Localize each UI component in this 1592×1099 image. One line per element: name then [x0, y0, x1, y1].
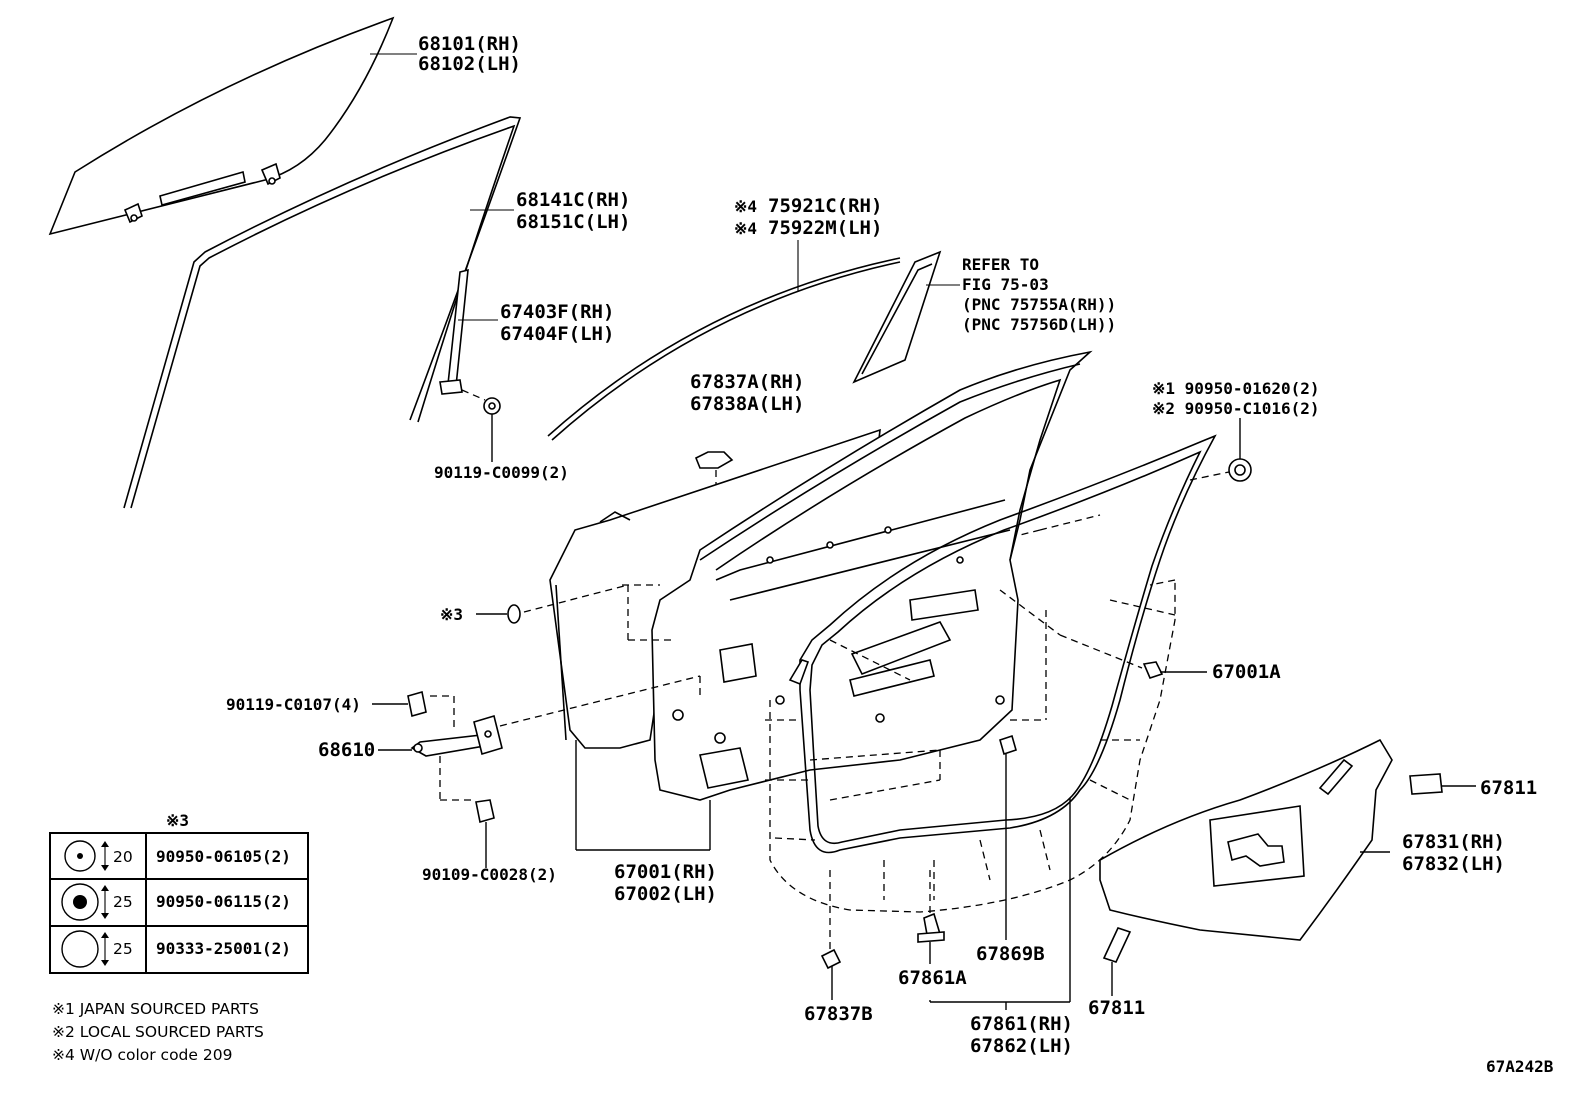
hole-plug-ref3 [476, 604, 521, 624]
label-ref3: ※3 [440, 605, 463, 624]
label-cover-pad-lower: 67811 [1088, 997, 1145, 1019]
door-check [378, 695, 503, 801]
cover-pad-upper [1409, 773, 1476, 795]
label-molding-lh: 75922M(LH) [768, 217, 882, 239]
label-seal-67837b: 67837B [804, 1003, 873, 1025]
bolt-hinge [372, 690, 427, 718]
door-weatherstrip [788, 434, 1217, 854]
label-seal-rh: 67837A(RH) [690, 371, 804, 393]
seal-67837b [820, 948, 842, 1000]
belt-molding [547, 257, 901, 441]
label-cover-pad-upper: 67811 [1480, 777, 1537, 799]
table-title: ※3 [166, 811, 189, 830]
label-clip-67869b: 67869B [976, 943, 1045, 965]
table-row: 20 90950-06105(2) [64, 840, 291, 872]
bolt-check [475, 799, 495, 868]
table-row: 25 90333-25001(2) [61, 930, 291, 968]
label-refer-2: FIG 75-03 [962, 275, 1049, 294]
label-channel-rh: 67403F(RH) [500, 301, 614, 323]
plug-medium-icon [61, 883, 99, 921]
label-molding-prefix-rh: ※4 [734, 197, 757, 216]
clip-67869b [999, 734, 1017, 940]
label-run-rh: 68141C(RH) [516, 189, 630, 211]
label-service-lh: 67832(LH) [1402, 853, 1505, 875]
table-row: 25 90950-06115(2) [61, 883, 291, 921]
label-service-rh: 67831(RH) [1402, 831, 1505, 853]
note-3: ※4 W/O color code 209 [52, 1046, 232, 1064]
label-glass-rh: 68101(RH) [418, 33, 521, 55]
label-molding-prefix-lh: ※4 [734, 219, 757, 238]
label-plug-2: ※2 90950-C1016(2) [1152, 399, 1320, 418]
door-inner-frame [651, 350, 1093, 801]
label-bolt-channel: 90119-C0099(2) [434, 463, 569, 482]
table-part: 90333-25001(2) [156, 939, 291, 958]
label-refer-3: (PNC 75755A(RH)) [962, 295, 1116, 314]
service-hole-cover [1099, 738, 1393, 941]
clip-67861a [917, 912, 945, 964]
table-size: 25 [113, 940, 133, 958]
label-weather-rh: 67861(RH) [970, 1013, 1073, 1035]
note-1: ※1 JAPAN SOURCED PARTS [52, 1000, 259, 1018]
pillar-garnish [852, 250, 942, 384]
note-2: ※2 LOCAL SOURCED PARTS [52, 1023, 264, 1041]
label-seal-lh: 67838A(LH) [690, 393, 804, 415]
door-glass [48, 16, 395, 236]
label-channel-lh: 67404F(LH) [500, 323, 614, 345]
cover-pad-lower [1102, 927, 1132, 996]
table-part: 90950-06115(2) [156, 892, 291, 911]
glass-run [123, 116, 522, 509]
bolt-channel [461, 389, 501, 462]
plug-dot-icon [77, 853, 83, 859]
figure-code: 67A242B [1486, 1057, 1554, 1076]
label-door-lh: 67002(LH) [614, 883, 717, 905]
plug-small-icon [64, 840, 96, 872]
label-glass-lh: 68102(LH) [418, 53, 521, 75]
label-refer-4: (PNC 75756D(LH)) [962, 315, 1116, 334]
table-part: 90950-06105(2) [156, 847, 291, 866]
hole-plug-table: ※3 20 90950-06105(2) 25 90950-06115(2) [49, 811, 309, 974]
label-run-lh: 68151C(LH) [516, 211, 630, 233]
label-refer-1: REFER TO [962, 255, 1039, 274]
label-clip-67001a: 67001A [1212, 661, 1281, 683]
plug-90950 [1189, 418, 1252, 482]
rear-lower-channel [439, 268, 469, 395]
label-clip-67861a: 67861A [898, 967, 967, 989]
label-door-rh: 67001(RH) [614, 861, 717, 883]
label-plug-1: ※1 90950-01620(2) [1152, 379, 1320, 398]
label-molding-rh: 75921C(RH) [768, 195, 882, 217]
label-bolt-check: 90109-C0028(2) [422, 865, 557, 884]
label-bolt-hinge: 90119-C0107(4) [226, 695, 361, 714]
clip-67001a [1142, 661, 1207, 679]
plug-filled-dot-icon [73, 895, 87, 909]
label-weather-lh: 67862(LH) [970, 1035, 1073, 1057]
table-size: 20 [113, 848, 133, 866]
label-check: 68610 [318, 739, 375, 761]
plug-plain-icon [61, 930, 99, 968]
table-size: 25 [113, 893, 133, 911]
